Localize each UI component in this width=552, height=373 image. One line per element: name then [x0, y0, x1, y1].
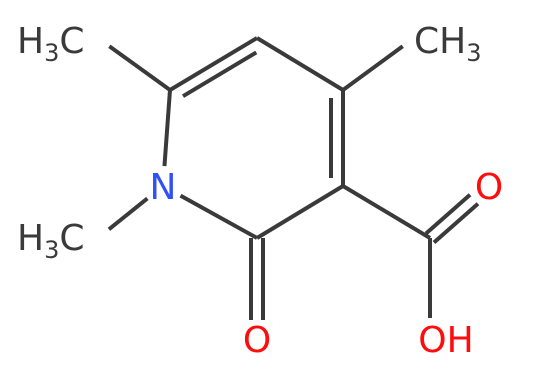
atom-label-o-carbonyl: O [243, 320, 271, 361]
atom-label-n1: N [150, 167, 177, 208]
bond-c4-me4 [341, 44, 404, 92]
methyl-tail-text: C [59, 21, 84, 62]
bond-cc-oc-a [432, 202, 480, 245]
methyl-subscript: 3 [44, 236, 59, 264]
bond-c2-c3 [255, 184, 345, 240]
bond-c3-cc [341, 184, 432, 240]
methyl-subscript: 3 [466, 39, 481, 67]
atom-label-h3c-n: H3C [17, 218, 85, 264]
bond-c6-me6 [108, 44, 172, 92]
bond-n1-men [107, 196, 149, 231]
atom-label-ch3-c4: CH3 [414, 21, 482, 67]
bond-layer [107, 36, 480, 320]
svg-text:CH3: CH3 [414, 21, 482, 67]
methyl-main-text: CH [414, 21, 466, 62]
atom-label-o-acid: O [475, 167, 503, 208]
svg-text:H3C: H3C [17, 21, 85, 67]
methyl-subscript: 3 [44, 39, 59, 67]
atom-label-layer: N O O OH CH3 H3C H3C [17, 21, 503, 361]
svg-text:H3C: H3C [17, 218, 85, 264]
methyl-main-text: H [17, 218, 44, 259]
bond-cc-oc-b [424, 193, 472, 235]
atom-label-h3c-c6: H3C [17, 21, 85, 67]
atom-label-oh: OH [418, 320, 473, 361]
bond-n1-c2 [179, 193, 258, 240]
bond-c5-c6 [168, 36, 259, 92]
bond-c4-c5 [255, 36, 345, 92]
bond-c5-c6-inner [181, 50, 258, 98]
methyl-tail-text: C [59, 218, 84, 259]
methyl-main-text: H [17, 21, 44, 62]
bond-c6-n1 [162, 89, 172, 167]
